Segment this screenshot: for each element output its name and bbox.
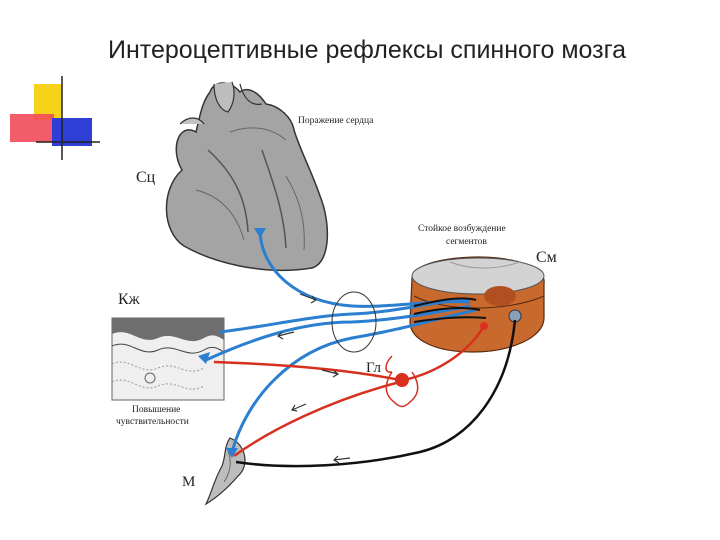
postganglionic-fiber-skin	[213, 360, 401, 382]
muscle-label: М	[182, 474, 195, 490]
heart-illustration	[165, 81, 329, 272]
cord-root-lines	[413, 297, 487, 323]
spinal-cord-label: См	[536, 249, 557, 266]
skin-caption-line2: чувствительности	[116, 417, 189, 427]
skin-afferent-fiber-2	[219, 298, 471, 334]
motor-fiber	[235, 319, 517, 468]
slide-title: Интероцептивные рефлексы спинного мозга	[108, 36, 627, 64]
skin-receptor-marker	[198, 352, 210, 364]
corner-decoration	[10, 76, 100, 160]
deco-red-square	[10, 114, 54, 142]
skin-label: Кж	[118, 291, 141, 308]
segment-caption-line1: Стойкое возбуждение	[418, 223, 506, 234]
heart-caption: Поражение сердца	[298, 116, 374, 126]
muscle-illustration	[204, 437, 246, 506]
intersection-ellipse	[331, 291, 377, 353]
skin-caption-line1: Повышение	[132, 405, 180, 415]
heart-receptor-marker	[254, 228, 266, 238]
direction-arrows	[277, 293, 351, 464]
muscle-receptor-marker	[226, 448, 238, 458]
spinal-cord-segment	[409, 256, 545, 353]
segment-caption-line2: сегментов	[446, 237, 487, 247]
ganglion-symbol	[385, 355, 419, 408]
postganglionic-fiber-muscle	[233, 380, 401, 458]
ganglion-label: Гл	[366, 360, 382, 376]
skin-afferent-fiber-1	[205, 304, 471, 362]
motor-pathway	[235, 319, 517, 468]
heart-label: Сц	[136, 169, 156, 186]
